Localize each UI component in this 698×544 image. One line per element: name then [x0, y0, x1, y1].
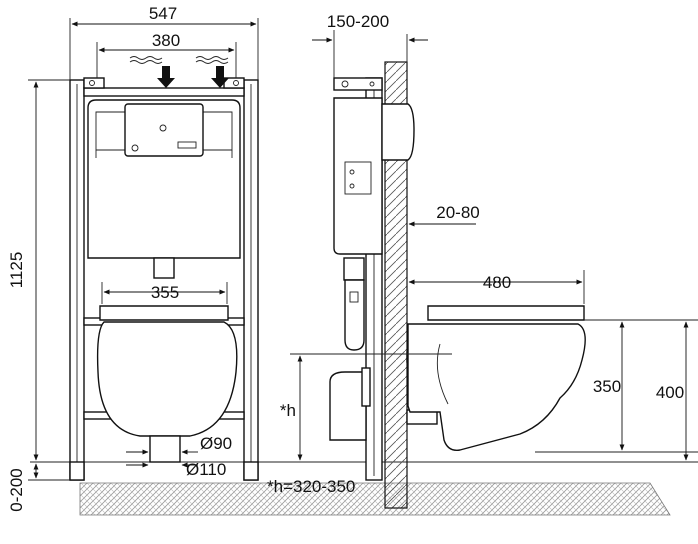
side-view	[329, 77, 698, 481]
label-547: 547	[149, 4, 177, 23]
label-480: 480	[483, 273, 511, 292]
label-h-range: *h=320-350	[267, 477, 355, 496]
label-355: 355	[151, 283, 179, 302]
label-380: 380	[152, 31, 180, 50]
label-d110: Ø110	[186, 460, 226, 479]
front-dimensions	[28, 18, 259, 481]
front-view	[69, 77, 259, 481]
label-400: 400	[656, 383, 684, 402]
label-h: *h	[280, 401, 296, 420]
side-dimensions	[290, 30, 689, 461]
wall	[384, 61, 408, 509]
label-1125: 1125	[7, 252, 26, 289]
label-20-80: 20-80	[436, 203, 479, 222]
label-350: 350	[593, 377, 621, 396]
label-d90: Ø90	[200, 434, 232, 453]
floor	[30, 461, 698, 516]
label-150-200: 150-200	[327, 12, 389, 31]
label-0-200: 0-200	[7, 468, 26, 511]
